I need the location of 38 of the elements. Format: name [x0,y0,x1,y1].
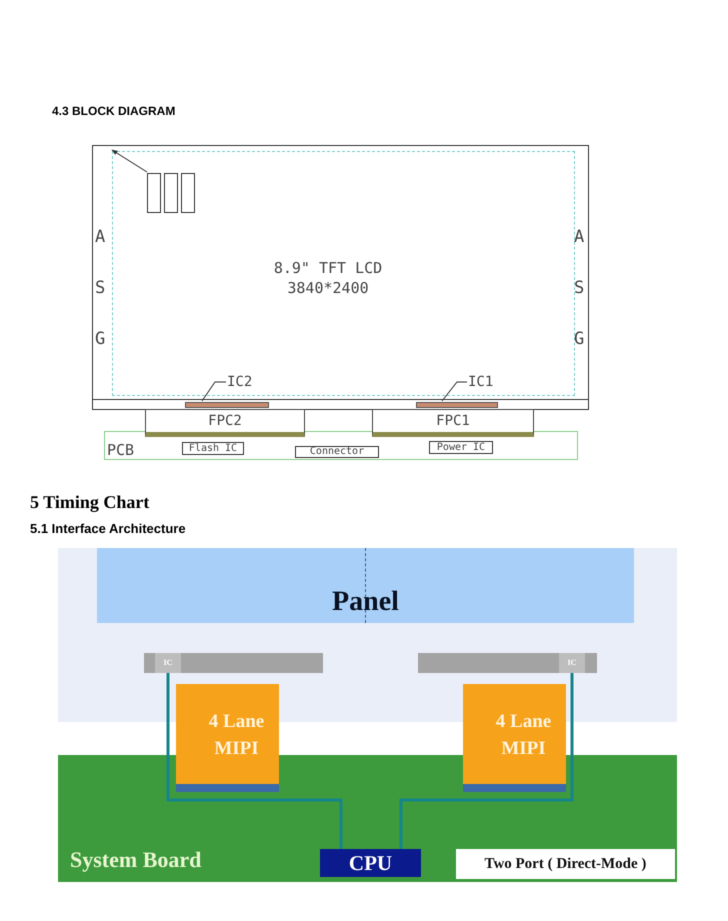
ic-label: IC [155,653,181,673]
node-label: 8.9" TFT LCD 3840*2400 [272,258,384,298]
node-label: PCB [107,441,134,459]
mipi-block [176,684,279,792]
pcb-board [104,431,578,460]
ic-label: IC [559,653,585,673]
node-label: 4 Lane MIPI [208,710,266,761]
cpu-block: CPU [320,849,421,877]
node-label: System Board [70,847,202,873]
node-label: 4 Lane MIPI [494,710,552,761]
leader-line [202,382,226,402]
chip-box: Power IC [429,441,493,454]
leader-line [112,150,148,172]
panel-block [97,548,634,623]
connector-line [400,673,574,849]
section-heading: 5 Timing Chart [30,492,150,513]
driver-ic-bar [418,653,597,673]
connector-line [166,673,342,849]
mode-note-box: Two Port ( Direct-Mode ) [456,849,675,879]
leader-line [442,382,468,402]
callout-label: IC2 [227,374,261,392]
driver-ic-bar [144,653,323,673]
ic-chip [416,402,498,408]
fpc-board: FPC1 [372,409,534,437]
pixel-rectangle [147,173,161,213]
pixel-rectangle [181,173,195,213]
section-heading: 4.3 BLOCK DIAGRAM [52,104,176,118]
pixel-rectangle [164,173,178,213]
connector-box: Connector [295,446,379,458]
ic-chip [185,402,269,408]
node-label: Panel [331,586,400,618]
fpc-board: FPC2 [145,409,305,437]
mipi-block [463,684,566,792]
section-heading: 5.1 Interface Architecture [30,521,186,536]
callout-label: IC1 [468,374,502,392]
chip-box: Flash IC [182,442,244,455]
side-label: ASG [574,226,586,351]
side-label: ASG [95,226,106,351]
